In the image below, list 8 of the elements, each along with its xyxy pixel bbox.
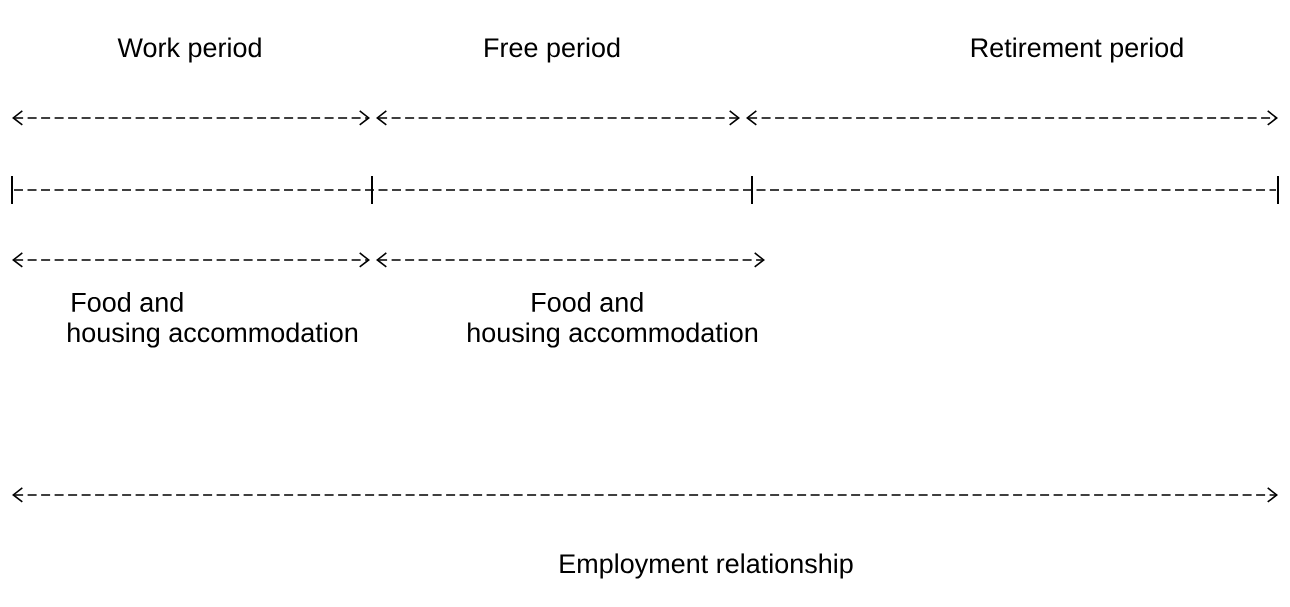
label: Food and xyxy=(72,292,183,312)
label: Employment relationship xyxy=(560,553,853,579)
label: Retirement period xyxy=(971,37,1183,63)
label: Free period xyxy=(485,37,620,63)
label: Work period xyxy=(117,37,261,63)
label: Food and xyxy=(532,292,643,312)
label: housing accommodation xyxy=(68,322,358,348)
label: housing accommodation xyxy=(468,322,758,348)
